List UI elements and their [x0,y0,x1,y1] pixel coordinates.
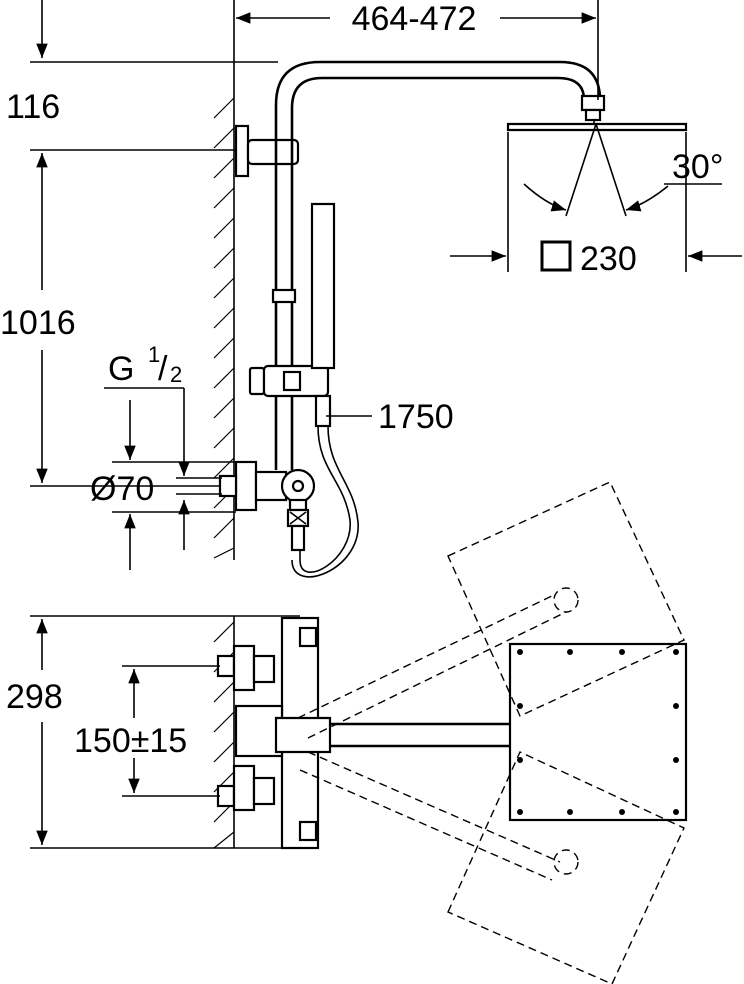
plan-view-mixer [216,616,614,850]
dim-inlet-spacing: 150±15 [74,665,220,797]
hose-length-label: 1750 [378,398,454,436]
thread-slash: / [158,350,168,388]
head-size-label: 230 [580,240,637,278]
head-shower-plate [508,642,688,822]
thread-denominator: 2 [170,362,182,387]
dim-diameter: Ø70 [90,400,236,570]
dim-spray-angle: 30° [523,123,723,217]
square-symbol [540,240,572,272]
dim-height: 1016 [0,149,236,487]
inlet-spacing-label: 150±15 [74,722,187,760]
dim-top-offset: 116 [6,0,278,126]
dim-head-size: 230 [450,132,742,278]
shower-column [218,60,688,578]
depth-label: 298 [6,678,63,716]
thread-numerator: 1 [148,342,160,367]
height-label: 1016 [0,304,76,342]
dim-depth: 298 [6,615,300,849]
dim-arm-reach: 464-472 [233,0,599,100]
top-offset-label: 116 [6,88,60,126]
spray-angle-label: 30° [672,148,723,186]
rotated-positions [297,481,685,984]
thread-g-label: G [108,350,134,388]
dim-thread: G 1 / 2 [104,342,222,550]
dim-hose-length: 1750 [326,398,454,436]
wall-hatching-bottom [213,616,235,849]
arm-reach-label: 464-472 [352,0,477,38]
diameter-label: Ø70 [90,470,154,508]
